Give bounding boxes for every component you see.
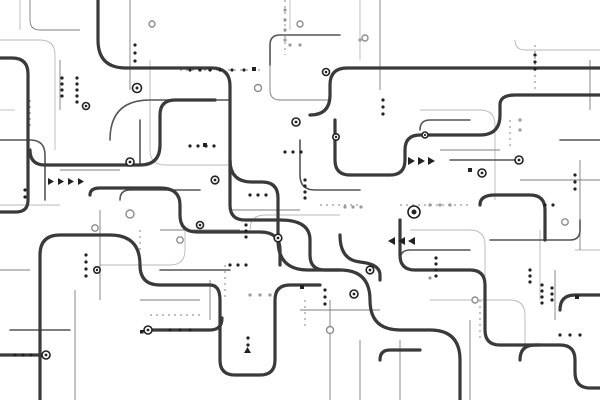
dot-column-layer <box>23 43 577 347</box>
arrow-marker-layer <box>48 157 435 353</box>
gray-ring-layer <box>91 20 569 335</box>
square-marker-layer <box>140 67 579 334</box>
dot-row-layer <box>13 8 582 357</box>
ring-node-layer <box>41 67 524 360</box>
faint-line-layer <box>0 0 600 345</box>
